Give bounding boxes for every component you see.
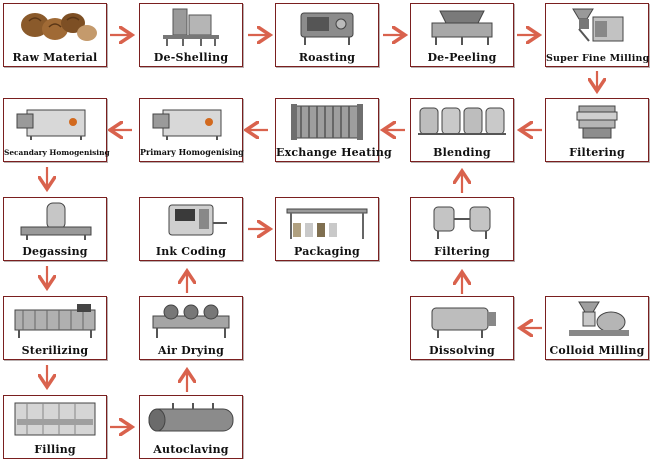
step-label: Blending — [433, 146, 491, 159]
step-label: Ink Coding — [155, 245, 227, 258]
degassing-tank-image — [7, 201, 103, 241]
step-autoclaving: Autoclaving — [139, 395, 243, 459]
step-label: Sterilizing — [21, 344, 89, 357]
step-packaging: Packaging — [275, 197, 379, 261]
filter-tanks-image — [414, 201, 510, 241]
step-secondary-homogenising: Secandary Homogenising — [3, 98, 110, 162]
step-label: De-Shelling — [153, 51, 229, 64]
step-label: De-Peeling — [427, 51, 497, 64]
step-air-drying: Air Drying — [139, 296, 243, 360]
step-exchange-heating: Exchange Heating — [275, 98, 392, 162]
step-de-shelling: De-Shelling — [139, 3, 243, 67]
step-label: Raw Material — [12, 51, 98, 64]
step-label: Filtering — [434, 245, 490, 258]
homogeniser-image — [143, 102, 239, 142]
autoclave-image — [143, 399, 239, 439]
depeeling-machine-image — [414, 7, 510, 47]
air-dryer-image — [143, 300, 239, 340]
step-label: Air Drying — [158, 344, 224, 357]
step-sterilizing: Sterilizing — [3, 296, 107, 360]
roaster-image — [279, 7, 375, 47]
step-blending: Blending — [410, 98, 514, 162]
heat-exchanger-image — [279, 102, 375, 142]
step-de-peeling: De-Peeling — [410, 3, 514, 67]
step-label: Roasting — [298, 51, 356, 64]
step-super-fine-milling: Super Fine Milling — [545, 3, 649, 67]
step-dissolving: Dissolving — [410, 296, 514, 360]
filter-sieve-image — [549, 102, 645, 142]
sterilizer-image — [7, 300, 103, 340]
step-label: Filtering — [569, 146, 625, 159]
milling-machine-image — [549, 7, 645, 47]
walnut-image — [7, 7, 103, 47]
step-label: Super Fine Milling — [546, 53, 650, 64]
step-label: Secandary Homogenising — [4, 148, 110, 157]
step-colloid-milling: Colloid Milling — [545, 296, 649, 360]
step-label: Packaging — [294, 245, 360, 258]
step-label: Filling — [34, 443, 76, 456]
dissolving-tank-image — [414, 300, 510, 340]
step-primary-homogenising: Primary Homogenising — [139, 98, 244, 162]
deshelling-machine-image — [143, 7, 239, 47]
homogeniser-image — [7, 102, 103, 142]
step-label: Exchange Heating — [276, 146, 392, 159]
packaging-table-image — [279, 201, 375, 241]
step-roasting: Roasting — [275, 3, 379, 67]
step-label: Dissolving — [429, 344, 495, 357]
step-label: Primary Homogenising — [140, 147, 244, 157]
colloid-mill-image — [549, 300, 645, 340]
step-degassing: Degassing — [3, 197, 107, 261]
step-ink-coding: Ink Coding — [139, 197, 243, 261]
blending-tanks-image — [414, 102, 510, 142]
filling-machine-image — [7, 399, 103, 439]
step-label: Colloid Milling — [549, 344, 645, 357]
step-label: Degassing — [22, 245, 88, 258]
step-label: Autoclaving — [153, 443, 229, 456]
step-filling: Filling — [3, 395, 107, 459]
step-filtering-top: Filtering — [545, 98, 649, 162]
ink-coder-image — [143, 201, 239, 241]
step-raw-material: Raw Material — [3, 3, 107, 67]
step-filtering-middle: Filtering — [410, 197, 514, 261]
